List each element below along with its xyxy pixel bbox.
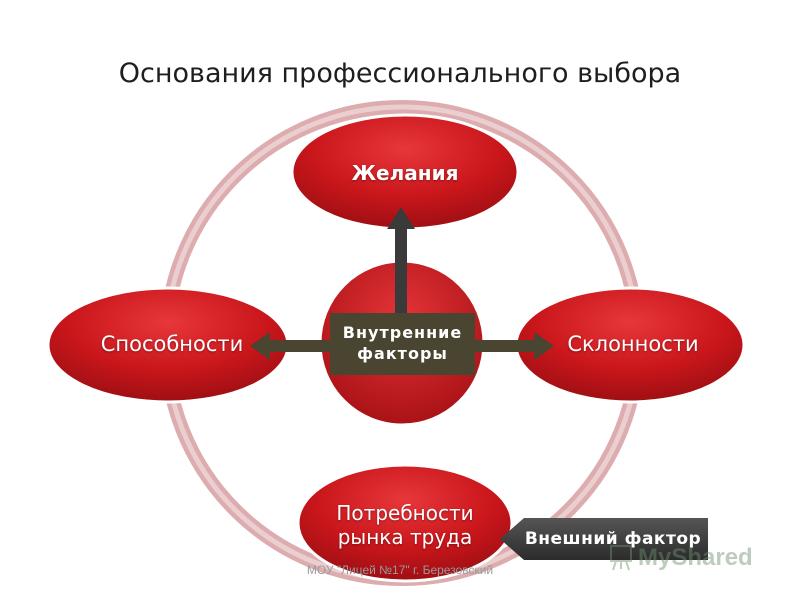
node-labor-market-line2: рынка труда: [337, 525, 473, 549]
arrow-left-shaft: [268, 340, 332, 352]
node-labor-market-line1: Потребности: [336, 501, 474, 525]
node-inclinations-label: Склонности: [567, 332, 699, 357]
page-title: Основания профессионального выбора: [118, 58, 682, 89]
arrow-up-head: [387, 207, 415, 229]
external-factor-label: Внешний фактор: [524, 529, 702, 549]
node-bottom-shape: [296, 463, 514, 583]
internal-factors-box: Внутренние факторы: [330, 313, 475, 375]
arrow-right-head: [534, 332, 554, 360]
internal-factors-line2: факторы: [357, 344, 448, 363]
internal-factors-line1: Внутренние: [342, 323, 463, 343]
arrow-up-shaft: [395, 226, 407, 316]
footer-credit: МОУ "Лицей №17" г. Березовский: [306, 563, 494, 577]
watermark: MyShared: [610, 538, 780, 578]
node-abilities-label: Способности: [100, 332, 244, 357]
external-factor-arrow: [500, 518, 708, 560]
node-desires-label: Желания: [351, 161, 459, 185]
presentation-board-icon: [610, 545, 632, 571]
node-labor-market-label: Потребности рынка труда: [300, 490, 510, 560]
arrow-left-head: [250, 332, 270, 360]
arrow-right-shaft: [474, 340, 536, 352]
watermark-text: MyShared: [638, 544, 753, 571]
